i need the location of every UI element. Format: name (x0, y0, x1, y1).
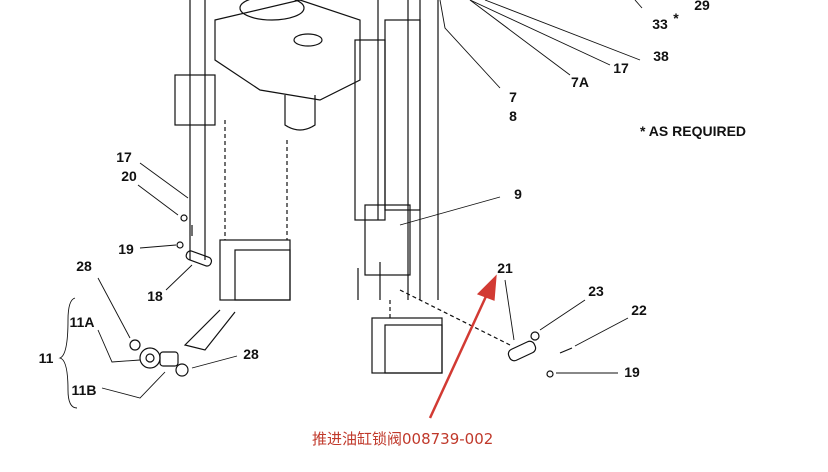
callout-23: 23 (588, 283, 604, 299)
annotation-caption: 推进油缸锁阀008739-002 (312, 430, 494, 448)
callout-7a: 7A (571, 74, 589, 90)
callout-38: 38 (653, 48, 669, 64)
callout-28-right: 28 (243, 346, 259, 362)
as-required-note: * AS REQUIRED (639, 123, 747, 139)
callout-17-top: 17 (613, 60, 629, 76)
callout-17-left: 17 (116, 149, 132, 165)
small-parts (129, 214, 573, 378)
callout-7: 7 (509, 89, 517, 105)
callout-33: 33 (652, 16, 668, 32)
annotation-arrow (428, 274, 497, 419)
callout-19-right: 19 (624, 364, 640, 380)
callout-9: 9 (514, 186, 522, 202)
frame-drawing (174, 0, 511, 374)
callout-22: 22 (631, 302, 647, 318)
callout-19-left: 19 (118, 241, 134, 257)
callout-11: 11 (38, 350, 54, 366)
callout-21: 21 (497, 260, 513, 276)
callout-11b: 11B (71, 382, 97, 398)
callout-18: 18 (147, 288, 163, 304)
leader-lines (58, 0, 643, 409)
callout-8: 8 (509, 108, 517, 124)
callout-33-asterisk: * (673, 10, 679, 26)
callout-20: 20 (121, 168, 137, 184)
callout-11a: 11A (69, 314, 95, 330)
callout-29: 29 (694, 0, 710, 13)
callout-28-left: 28 (76, 258, 92, 274)
